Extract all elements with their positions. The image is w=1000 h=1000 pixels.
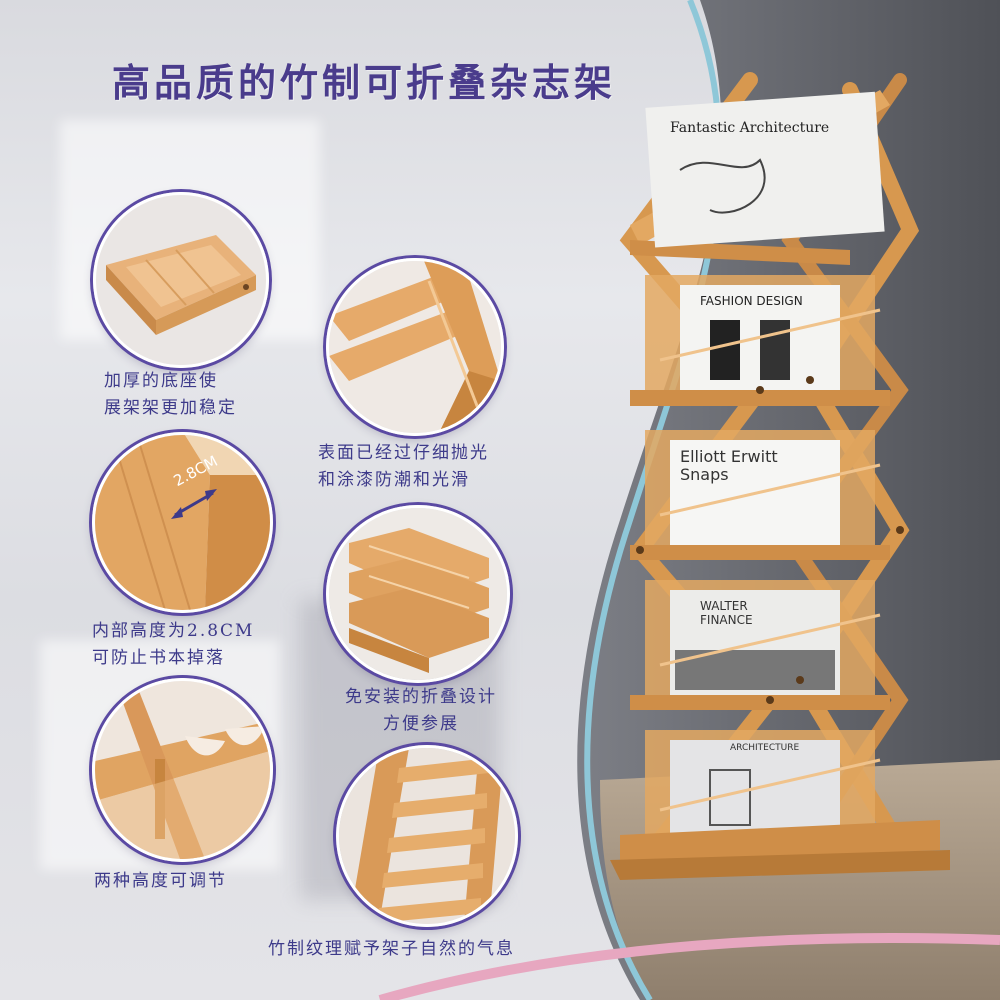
magazine-title: Fantastic Architecture: [670, 120, 829, 136]
magazine-title: ARCHITECTURE: [730, 743, 799, 753]
caption-line: 表面已经过仔细抛光: [318, 443, 489, 463]
feature-image-folding: [326, 505, 510, 683]
feature-image-inner-height: [92, 432, 273, 613]
caption-line: 免安装的折叠设计: [345, 687, 497, 707]
magazine-title: Elliott Erwitt: [680, 447, 778, 466]
magazine-rack-product: Fantastic Architecture FASHION DESIGN El…: [560, 60, 1000, 940]
feature-image-adjustable: [92, 678, 273, 862]
caption-line: 展架架更加稳定: [104, 398, 237, 418]
feature-image-base: [93, 192, 269, 368]
feature-image-surface: [326, 258, 504, 436]
caption-line: 加厚的底座使: [104, 371, 218, 391]
caption-line: 两种高度可调节: [94, 871, 227, 891]
caption-line: 和涂漆防潮和光滑: [318, 470, 470, 490]
magazine-title: FASHION DESIGN: [700, 294, 803, 308]
caption-line: 方便参展: [383, 714, 459, 734]
caption-inner-height: 内部高度为2.8CM 可防止书本掉落: [92, 618, 254, 672]
page-title: 高品质的竹制可折叠杂志架: [112, 60, 617, 105]
magazine-subtitle: Snaps: [680, 465, 729, 484]
caption-surface: 表面已经过仔细抛光 和涂漆防潮和光滑: [318, 440, 489, 494]
caption-adjustable: 两种高度可调节: [94, 868, 227, 895]
feature-image-texture: [336, 745, 518, 927]
magazine-subtitle: FINANCE: [700, 613, 753, 627]
caption-base: 加厚的底座使 展架架更加稳定: [104, 368, 237, 422]
caption-line: 可防止书本掉落: [92, 648, 225, 668]
caption-line: 竹制纹理赋予架子自然的气息: [268, 939, 515, 959]
caption-line: 内部高度为2.8CM: [92, 621, 255, 641]
caption-folding: 免安装的折叠设计 方便参展: [336, 684, 506, 738]
magazine-title: WALTER: [700, 599, 748, 613]
caption-texture: 竹制纹理赋予架子自然的气息: [268, 936, 515, 963]
